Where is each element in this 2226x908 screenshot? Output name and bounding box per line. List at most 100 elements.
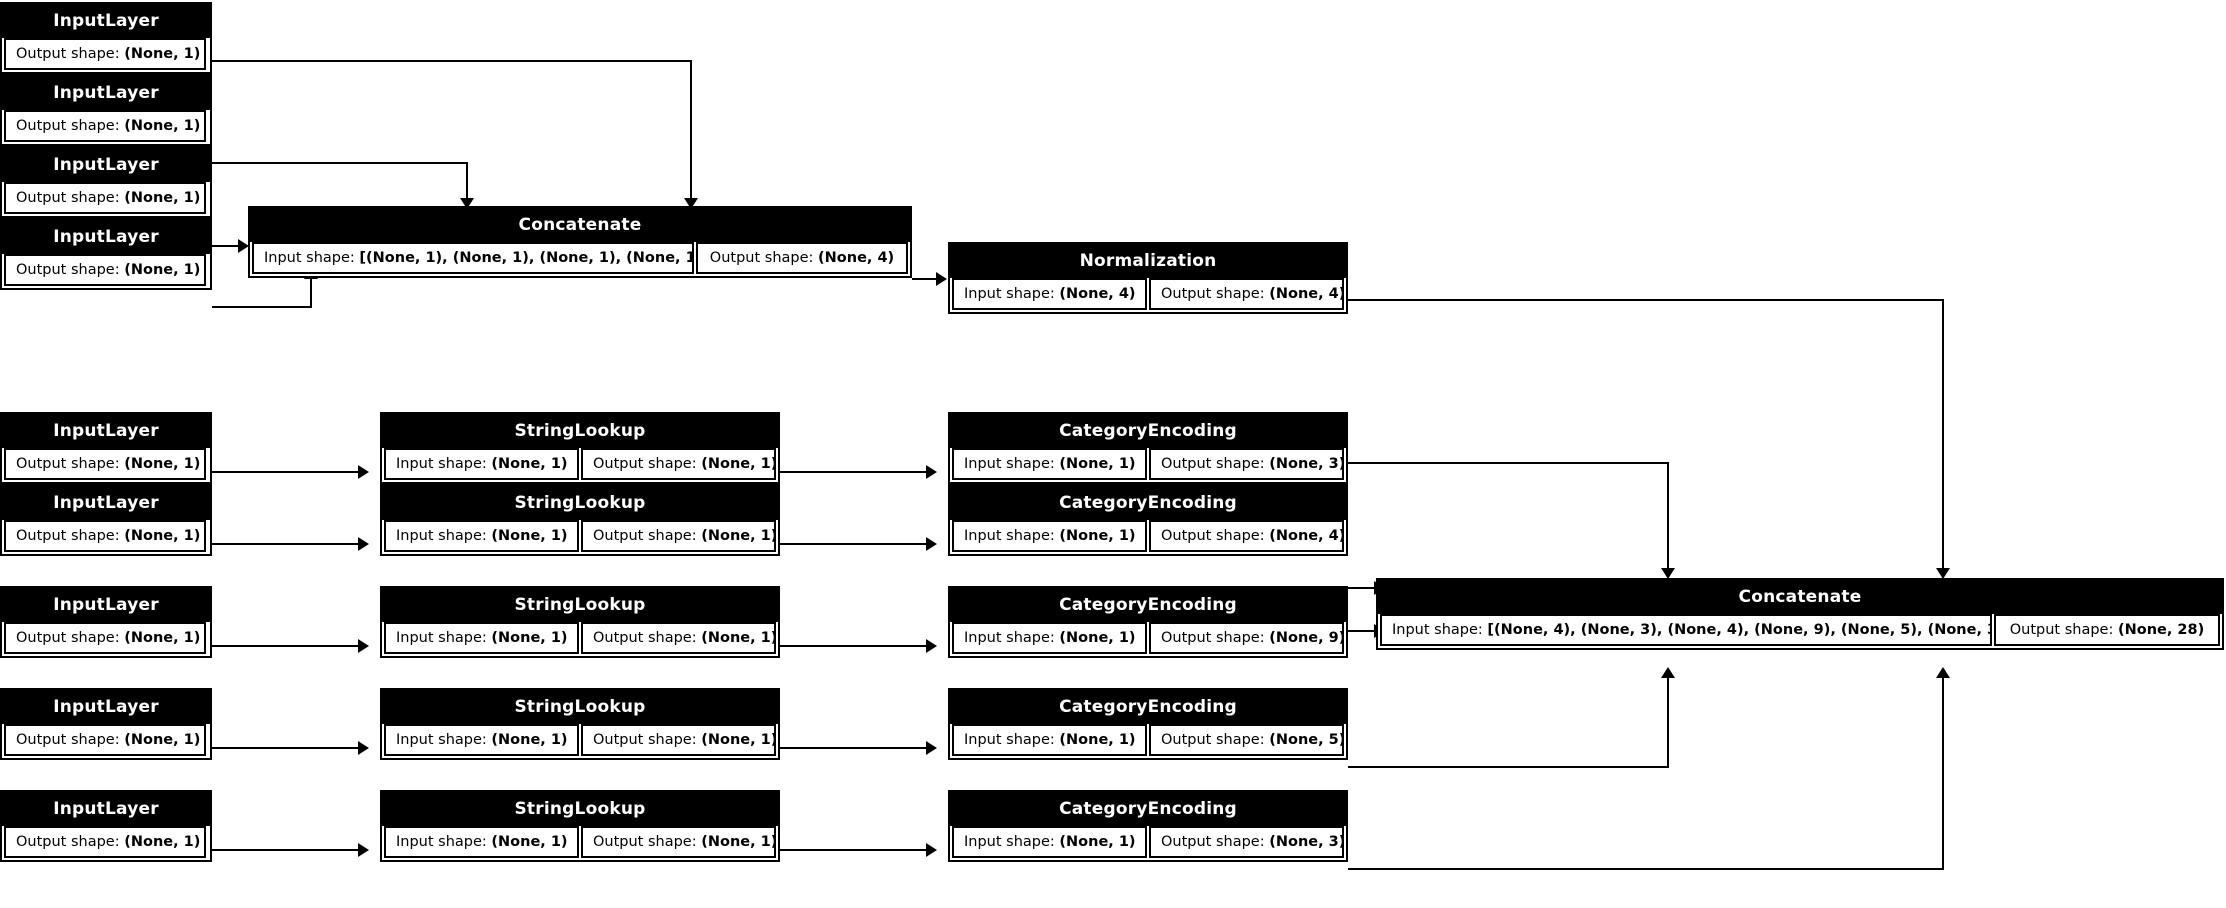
node-title: CategoryEncoding bbox=[950, 792, 1346, 826]
node-concatenate-2[interactable]: Concatenate Input shape: [(None, 4), (No… bbox=[1376, 578, 2224, 650]
port-value: (None, 1) bbox=[491, 732, 568, 748]
node-input-port: Input shape: (None, 1) bbox=[384, 520, 579, 552]
node-inputlayer-6[interactable]: InputLayer Output shape: (None, 1) bbox=[0, 484, 212, 556]
node-title: InputLayer bbox=[2, 220, 210, 254]
node-concatenate-1[interactable]: Concatenate Input shape: [(None, 1), (No… bbox=[248, 206, 912, 278]
node-stringlookup-3[interactable]: StringLookup Input shape: (None, 1) Outp… bbox=[380, 586, 780, 658]
port-value: (None, 1) bbox=[701, 630, 776, 646]
node-title: StringLookup bbox=[382, 486, 778, 520]
node-output-port: Output shape: (None, 1) bbox=[4, 110, 206, 142]
port-value: (None, 1) bbox=[124, 528, 201, 544]
port-label: Output shape: bbox=[1161, 630, 1265, 646]
edge-sl4-ce4-h bbox=[780, 747, 928, 749]
port-value: (None, 4) bbox=[1059, 286, 1136, 302]
port-label: Output shape: bbox=[16, 732, 120, 748]
node-output-port: Output shape: (None, 3) bbox=[1149, 448, 1344, 480]
edge-in6-sl2-h bbox=[212, 543, 360, 545]
node-inputlayer-5[interactable]: InputLayer Output shape: (None, 1) bbox=[0, 412, 212, 484]
node-title: CategoryEncoding bbox=[950, 690, 1346, 724]
node-output-port: Output shape: (None, 1) bbox=[4, 826, 206, 858]
edge-in5-sl1-h bbox=[212, 471, 360, 473]
port-value: (None, 1) bbox=[701, 528, 776, 544]
node-categoryencoding-4[interactable]: CategoryEncoding Input shape: (None, 1) … bbox=[948, 688, 1348, 760]
node-input-port: Input shape: (None, 1) bbox=[952, 724, 1147, 756]
node-categoryencoding-5[interactable]: CategoryEncoding Input shape: (None, 1) … bbox=[948, 790, 1348, 862]
node-title: Normalization bbox=[950, 244, 1346, 278]
node-categoryencoding-3[interactable]: CategoryEncoding Input shape: (None, 1) … bbox=[948, 586, 1348, 658]
node-normalization[interactable]: Normalization Input shape: (None, 4) Out… bbox=[948, 242, 1348, 314]
node-title: InputLayer bbox=[2, 588, 210, 622]
edge-in4-concat1-v bbox=[310, 278, 312, 308]
port-label: Output shape: bbox=[16, 456, 120, 472]
port-value: (None, 3) bbox=[1269, 456, 1344, 472]
port-label: Input shape: bbox=[964, 630, 1055, 646]
node-output-port: Output shape: (None, 3) bbox=[1149, 826, 1344, 858]
edge-in2-concat1-h bbox=[212, 162, 468, 164]
edge-in3-concat1-arrow bbox=[238, 239, 249, 253]
edge-ce5-concat2-arrow bbox=[1936, 667, 1950, 678]
node-inputlayer-3[interactable]: InputLayer Output shape: (None, 1) bbox=[0, 146, 212, 218]
node-inputlayer-4[interactable]: InputLayer Output shape: (None, 1) bbox=[0, 218, 212, 290]
node-inputlayer-2[interactable]: InputLayer Output shape: (None, 1) bbox=[0, 74, 212, 146]
port-value: (None, 1) bbox=[701, 456, 776, 472]
edge-in7-sl3-arrow bbox=[358, 639, 369, 653]
node-inputlayer-7[interactable]: InputLayer Output shape: (None, 1) bbox=[0, 586, 212, 658]
port-label: Input shape: bbox=[396, 834, 487, 850]
node-title: StringLookup bbox=[382, 588, 778, 622]
port-label: Output shape: bbox=[1161, 286, 1265, 302]
node-inputlayer-8[interactable]: InputLayer Output shape: (None, 1) bbox=[0, 688, 212, 760]
port-value: (None, 1) bbox=[1059, 834, 1136, 850]
edge-in2-concat1-arrow bbox=[460, 198, 474, 209]
port-value: (None, 1) bbox=[124, 630, 201, 646]
port-value: (None, 9) bbox=[1269, 630, 1344, 646]
node-input-port: Input shape: (None, 1) bbox=[952, 520, 1147, 552]
edge-ce5-concat2-v bbox=[1942, 677, 1944, 870]
node-stringlookup-2[interactable]: StringLookup Input shape: (None, 1) Outp… bbox=[380, 484, 780, 556]
port-label: Output shape: bbox=[16, 834, 120, 850]
port-value: (None, 4) bbox=[1269, 528, 1344, 544]
edge-ce4-concat2-h bbox=[1348, 766, 1669, 768]
node-output-port: Output shape: (None, 4) bbox=[1149, 520, 1344, 552]
node-stringlookup-1[interactable]: StringLookup Input shape: (None, 1) Outp… bbox=[380, 412, 780, 484]
edge-ce3-concat2-h bbox=[1348, 630, 1376, 632]
node-output-port: Output shape: (None, 5) bbox=[1149, 724, 1344, 756]
edge-in1-concat1-arrow bbox=[684, 198, 698, 209]
port-value: (None, 1) bbox=[701, 732, 776, 748]
port-value: (None, 1) bbox=[124, 190, 201, 206]
port-label: Output shape: bbox=[16, 118, 120, 134]
node-input-port: Input shape: (None, 1) bbox=[952, 622, 1147, 654]
node-title: InputLayer bbox=[2, 148, 210, 182]
node-output-port: Output shape: (None, 1) bbox=[581, 448, 776, 480]
port-label: Output shape: bbox=[593, 456, 697, 472]
port-label: Output shape: bbox=[16, 630, 120, 646]
edge-ce4-concat2-arrow bbox=[1661, 667, 1675, 678]
port-value: (None, 1) bbox=[701, 834, 776, 850]
port-label: Output shape: bbox=[16, 262, 120, 278]
edge-in7-sl3-h bbox=[212, 645, 360, 647]
node-stringlookup-5[interactable]: StringLookup Input shape: (None, 1) Outp… bbox=[380, 790, 780, 862]
node-categoryencoding-1[interactable]: CategoryEncoding Input shape: (None, 1) … bbox=[948, 412, 1348, 484]
node-inputlayer-1[interactable]: InputLayer Output shape: (None, 1) bbox=[0, 2, 212, 74]
edge-norm-concat2-arrow bbox=[1936, 568, 1950, 579]
edge-in8-sl4-h bbox=[212, 747, 360, 749]
edge-in9-sl5-arrow bbox=[358, 843, 369, 857]
port-value: (None, 4) bbox=[818, 250, 895, 266]
node-stringlookup-4[interactable]: StringLookup Input shape: (None, 1) Outp… bbox=[380, 688, 780, 760]
port-value: (None, 1) bbox=[491, 456, 568, 472]
port-value: (None, 1) bbox=[124, 456, 201, 472]
edge-in5-sl1-arrow bbox=[358, 465, 369, 479]
edge-in6-sl2-arrow bbox=[358, 537, 369, 551]
edge-sl2-ce2-arrow bbox=[926, 537, 937, 551]
port-value: (None, 3) bbox=[1269, 834, 1344, 850]
port-label: Input shape: bbox=[264, 250, 355, 266]
node-output-port: Output shape: (None, 9) bbox=[1149, 622, 1344, 654]
node-inputlayer-9[interactable]: InputLayer Output shape: (None, 1) bbox=[0, 790, 212, 862]
port-label: Input shape: bbox=[396, 732, 487, 748]
node-categoryencoding-2[interactable]: CategoryEncoding Input shape: (None, 1) … bbox=[948, 484, 1348, 556]
port-label: Output shape: bbox=[1161, 528, 1265, 544]
node-output-port: Output shape: (None, 1) bbox=[581, 520, 776, 552]
port-label: Input shape: bbox=[964, 286, 1055, 302]
port-value: (None, 28) bbox=[2117, 622, 2205, 638]
edge-sl3-ce3-h bbox=[780, 645, 928, 647]
port-value: (None, 1) bbox=[124, 834, 201, 850]
